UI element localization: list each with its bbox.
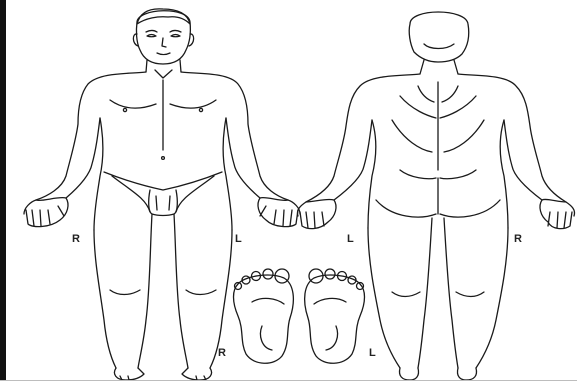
back-figure: [297, 12, 574, 380]
back-left-label: L: [347, 234, 354, 245]
back-right-label: R: [514, 234, 522, 245]
front-torso: [36, 72, 288, 200]
front-figure: [24, 9, 300, 380]
feet-left-label: L: [369, 348, 376, 359]
bottom-divider: [0, 380, 577, 381]
front-right-label: R: [72, 234, 80, 245]
back-head: [409, 12, 469, 62]
front-hand-right: [24, 198, 68, 227]
front-hand-left: [258, 198, 300, 227]
front-left-label: L: [235, 234, 242, 245]
back-legs: [368, 218, 508, 368]
back-feet: [399, 368, 476, 380]
front-feet: [114, 368, 211, 380]
sole-right: [234, 275, 294, 363]
back-hand-left: [297, 199, 336, 228]
back-hand-right: [540, 199, 575, 228]
front-legs: [94, 214, 232, 368]
soles: [234, 269, 365, 363]
feet-right-label: R: [218, 348, 226, 359]
back-torso: [306, 74, 566, 202]
sole-left: [305, 275, 365, 363]
